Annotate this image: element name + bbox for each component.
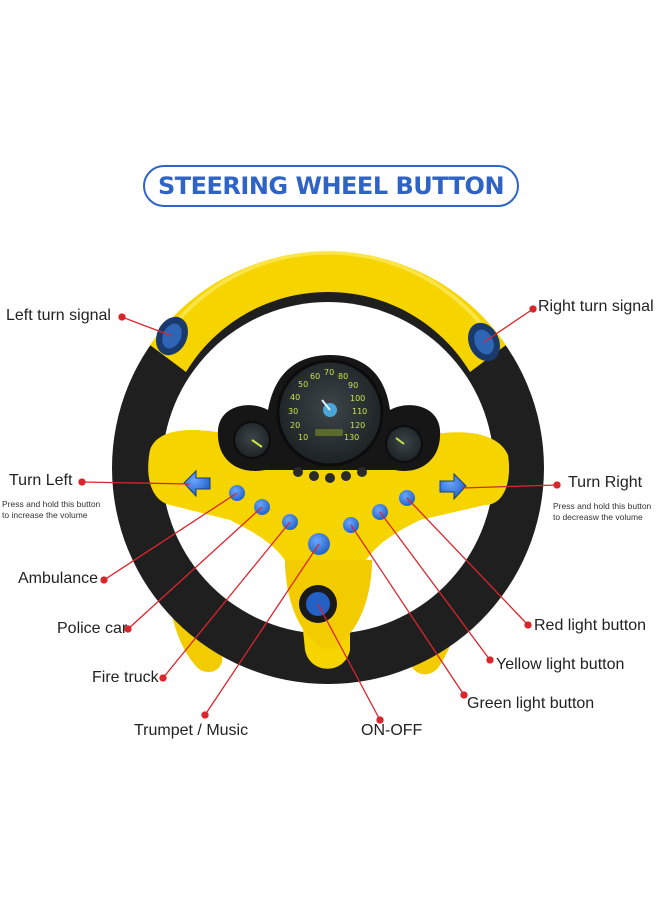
speed-tick: 30 xyxy=(288,407,298,416)
speed-tick: 20 xyxy=(290,421,300,430)
note-turn-left: Press and hold this button to increase t… xyxy=(2,499,100,521)
note-turn-right-line-2: to decreasw the volume xyxy=(553,512,643,522)
note-turn-right: Press and hold this button to decreasw t… xyxy=(553,501,651,523)
speed-tick: 40 xyxy=(290,393,300,402)
turn-left-button[interactable] xyxy=(183,469,211,498)
note-turn-left-line-1: Press and hold this button xyxy=(2,499,101,509)
speedometer-ticks: 10 20 30 40 50 60 70 80 90 100 110 120 1… xyxy=(288,368,367,442)
label-on-off: ON-OFF xyxy=(361,722,423,739)
leader-lines xyxy=(78,305,561,724)
speed-tick: 70 xyxy=(324,368,334,377)
label-turn-left: Turn Left xyxy=(9,472,73,489)
label-police-car: Police car xyxy=(57,620,128,637)
note-turn-right-line-1: Press and hold this button xyxy=(553,501,652,511)
yellow-light-button[interactable] xyxy=(372,504,388,520)
speed-tick: 10 xyxy=(298,433,308,442)
note-turn-left-line-2: to increase the volume xyxy=(2,510,88,520)
label-ambulance: Ambulance xyxy=(18,570,99,587)
label-green-light-button: Green light button xyxy=(467,695,595,712)
label-yellow-light-button: Yellow light button xyxy=(496,656,625,673)
label-left-turn-signal: Left turn signal xyxy=(6,307,111,324)
page-title: STEERING WHEEL BUTTON xyxy=(157,172,505,200)
speed-tick: 80 xyxy=(338,372,348,381)
label-trumpet-music: Trumpet / Music xyxy=(134,722,249,739)
speed-tick: 130 xyxy=(344,433,359,442)
turn-right-button[interactable] xyxy=(439,472,467,501)
speedometer-display xyxy=(315,429,343,436)
speed-tick: 120 xyxy=(350,421,365,430)
label-turn-right: Turn Right xyxy=(568,474,643,491)
label-right-turn-signal: Right turn signal xyxy=(538,298,654,315)
speed-tick: 100 xyxy=(350,394,365,403)
speed-tick: 60 xyxy=(310,372,320,381)
dashboard-cluster: 10 20 30 40 50 60 70 80 90 100 110 120 1… xyxy=(217,355,441,483)
label-red-light-button: Red light button xyxy=(534,617,647,634)
speed-tick: 50 xyxy=(298,380,308,389)
speed-tick: 90 xyxy=(348,381,358,390)
speed-tick: 110 xyxy=(352,407,367,416)
label-fire-truck: Fire truck xyxy=(92,669,159,686)
title-banner: STEERING WHEEL BUTTON xyxy=(143,165,519,207)
